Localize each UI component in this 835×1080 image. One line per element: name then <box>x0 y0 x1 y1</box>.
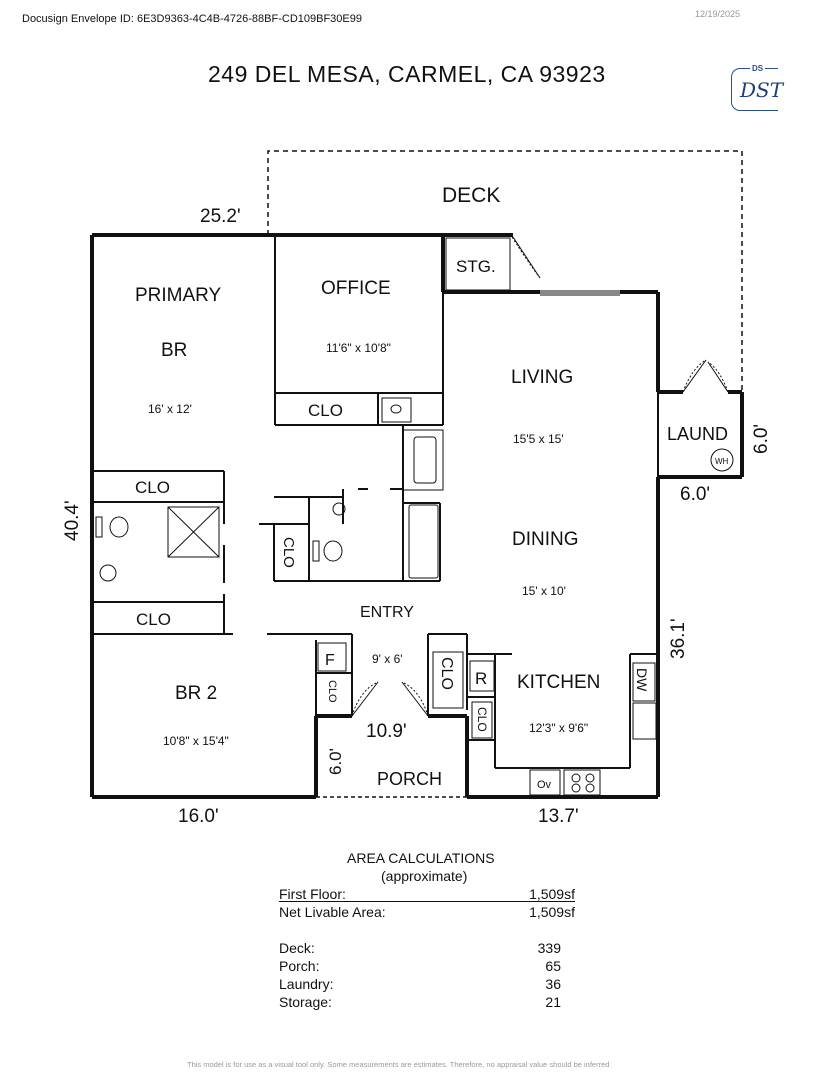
label-kitchen-dims: 12'3" x 9'6" <box>529 721 588 735</box>
label-entry: ENTRY <box>360 604 414 621</box>
storage-label: Storage: <box>279 994 332 1010</box>
label-closet-primary: CLO <box>135 478 170 497</box>
label-closet-entry-left: CLO <box>326 680 338 703</box>
storage-value: 21 <box>545 994 561 1010</box>
label-porch: PORCH <box>377 769 442 789</box>
label-dishwasher: DW <box>634 668 650 692</box>
ds-label: DS <box>750 64 766 73</box>
label-primary-br-2: BR <box>161 340 187 361</box>
deck-outline <box>267 150 743 392</box>
net-livable-value: 1,509sf <box>529 904 575 920</box>
deck-value: 339 <box>537 940 561 956</box>
laundry-value: 36 <box>545 976 561 992</box>
label-laundry: LAUND <box>667 424 728 444</box>
exterior-walls <box>90 233 744 799</box>
dim-porch-depth: 6.0' <box>326 748 345 775</box>
label-dining-dims: 15' x 10' <box>522 584 566 598</box>
dim-right: 36.1' <box>668 618 689 659</box>
label-deck: DECK <box>442 184 500 207</box>
label-br2: BR 2 <box>175 683 217 704</box>
row-laundry: Laundry: 36 <box>279 976 575 994</box>
label-storage: STG. <box>456 257 496 276</box>
label-office-dims: 11'6" x 10'8" <box>326 341 391 355</box>
label-fridge: R <box>475 669 487 688</box>
dim-bottom-left: 16.0' <box>178 806 219 827</box>
fixtures <box>95 236 734 796</box>
porch-label: Porch: <box>279 958 320 974</box>
interior-walls <box>92 235 659 769</box>
document-date: 12/19/2025 <box>695 9 741 19</box>
label-closet-office: CLO <box>308 401 343 420</box>
label-living-dims: 15'5 x 15' <box>513 432 564 446</box>
porch-value: 65 <box>545 958 561 974</box>
label-living: LIVING <box>511 367 573 388</box>
laundry-label: Laundry: <box>279 976 334 992</box>
label-fireplace: F <box>325 652 335 669</box>
label-primary-br-1: PRIMARY <box>135 285 222 306</box>
label-br2-dims: 10'8" x 15'4" <box>163 734 229 748</box>
label-kitchen: KITCHEN <box>517 672 600 693</box>
label-closet-br2: CLO <box>136 610 171 629</box>
dim-laundry-bottom: 6.0' <box>680 484 710 505</box>
initials-signature: DST <box>740 78 784 102</box>
envelope-id: Docusign Envelope ID: 6E3D9363-4C4B-4726… <box>22 13 362 25</box>
row-net-livable: Net Livable Area: 1,509sf <box>279 904 575 922</box>
label-closet-hall: CLO <box>280 537 297 568</box>
label-entry-dims: 9' x 6' <box>372 652 403 666</box>
label-office: OFFICE <box>321 278 391 299</box>
dim-porch-width: 10.9' <box>366 721 407 742</box>
row-deck: Deck: 339 <box>279 940 575 958</box>
footer-disclaimer: This model is for use as a visual tool o… <box>187 1060 610 1069</box>
dim-bottom-right: 13.7' <box>538 806 579 827</box>
deck-label: Deck: <box>279 940 315 956</box>
row-storage: Storage: 21 <box>279 994 575 1012</box>
divider <box>279 901 575 902</box>
label-dining: DINING <box>512 529 579 550</box>
dim-top: 25.2' <box>200 206 241 227</box>
row-first-floor: First Floor: 1,509sf <box>279 886 575 904</box>
dim-left: 40.4' <box>62 500 83 541</box>
area-calculations-title: AREA CALCULATIONS <box>347 850 495 866</box>
row-porch: Porch: 65 <box>279 958 575 976</box>
property-address-title: 249 DEL MESA, CARMEL, CA 93923 <box>208 61 606 87</box>
first-floor-label: First Floor: <box>279 886 346 902</box>
dim-laundry-side: 6.0' <box>751 424 772 454</box>
label-water-heater: WH <box>715 457 729 466</box>
label-primary-br-dims: 16' x 12' <box>148 402 192 416</box>
label-closet-entry-right: CLO <box>438 657 455 690</box>
label-oven: Ov <box>537 779 552 791</box>
label-closet-kitchen: CLO <box>475 707 489 732</box>
area-calculations-subtitle: (approximate) <box>381 868 468 884</box>
net-livable-label: Net Livable Area: <box>279 904 386 920</box>
first-floor-value: 1,509sf <box>529 886 575 902</box>
